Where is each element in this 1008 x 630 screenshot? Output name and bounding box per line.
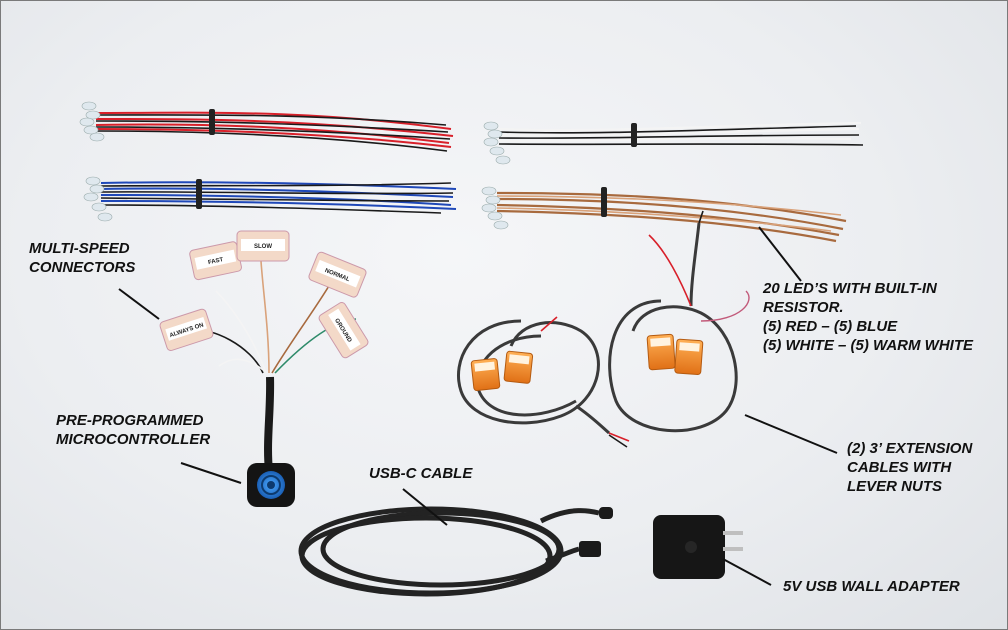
connector-slow: SLOW (236, 230, 290, 262)
callout-usb-c: USB-C CABLE (369, 465, 473, 482)
lever-nut (674, 338, 704, 376)
warm-white-led-bundle (481, 186, 847, 243)
lever-nut (470, 358, 501, 392)
usb-c-cable (298, 506, 613, 597)
callout-leds: 20 LED’S WITH BUILT-IN RESISTOR. (5) RED… (763, 280, 973, 354)
harness-wires (190, 260, 357, 472)
tag-slow: SLOW (254, 244, 272, 250)
wall-adapter (653, 515, 743, 579)
callout-adapter: 5V USB WALL ADAPTER (783, 578, 960, 595)
connector-fast: FAST (189, 241, 242, 281)
callout-multi-speed: MULTI-SPEED CONNECTORS (29, 240, 136, 276)
connector-ground: GROUND (318, 302, 369, 359)
tag-fast: FAST (208, 257, 225, 266)
microcontroller (247, 463, 295, 507)
callout-extension: (2) 3’ EXTENSION CABLES WITH LEVER NUTS (847, 440, 973, 495)
lever-nut (646, 333, 676, 371)
white-led-bundle (483, 121, 864, 165)
usb-c-plug (599, 507, 613, 519)
red-led-bundle (79, 101, 454, 152)
blue-led-bundle (83, 176, 457, 222)
lever-nut (503, 350, 534, 384)
multi-speed-connectors: ALWAYS ON FAST SLOW NORMAL GROUND (159, 230, 369, 359)
callout-microcontroller: PRE-PROGRAMMED MICROCONTROLLER (56, 412, 211, 448)
callout-leaders (118, 226, 838, 586)
usb-a-plug (579, 541, 601, 557)
connector-always-on: ALWAYS ON (159, 308, 214, 351)
connector-normal: NORMAL (308, 251, 367, 298)
extension-cable-2 (608, 210, 750, 433)
extension-cable-1 (457, 316, 630, 448)
